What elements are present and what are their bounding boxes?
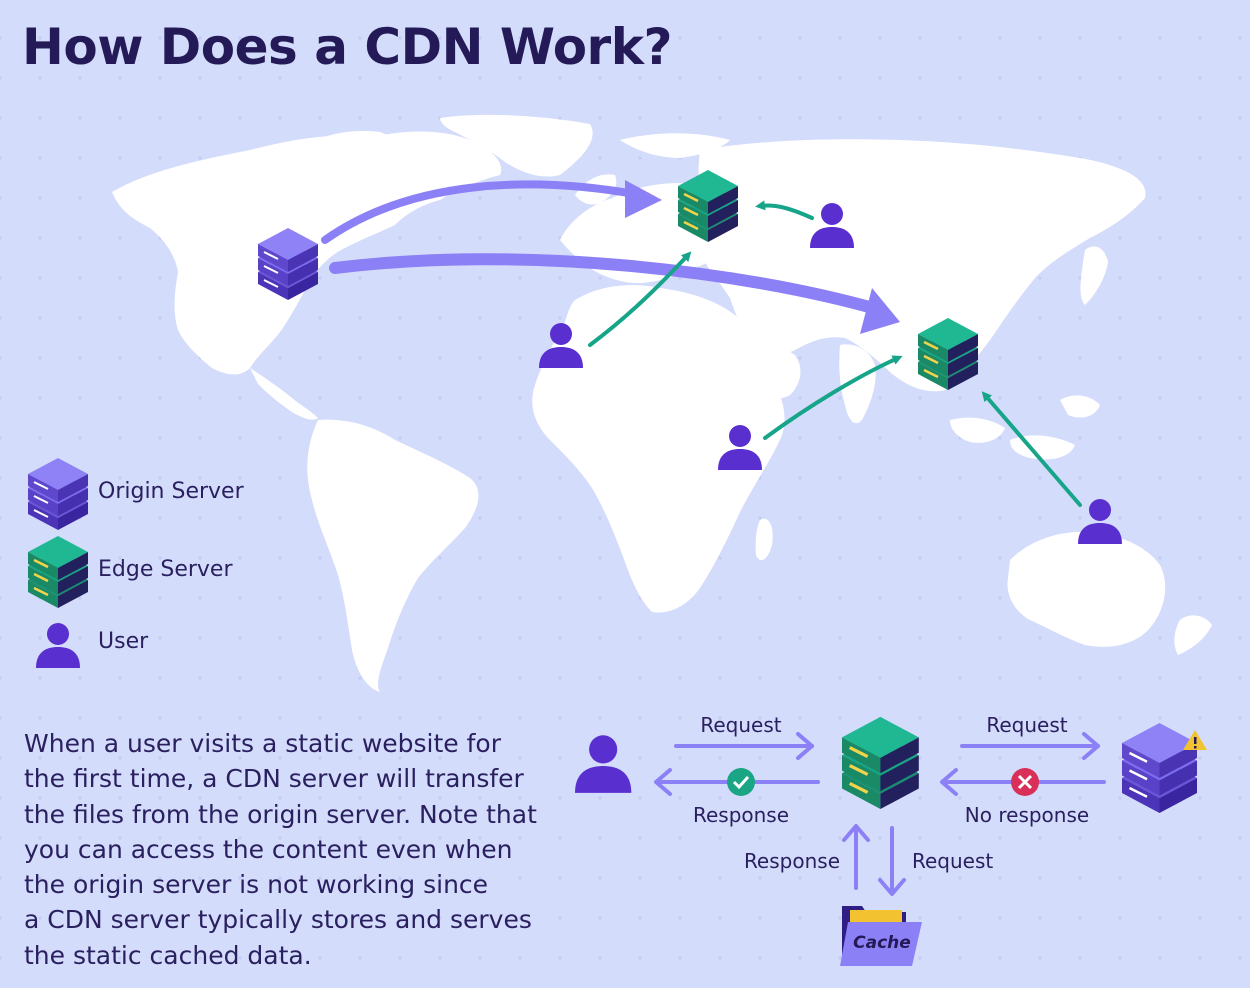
description-line: the static cached data. — [24, 940, 312, 970]
description-line: When a user visits a static website for — [24, 729, 501, 758]
description-line: the first time, a CDN server will transf… — [24, 764, 524, 794]
india-landmass — [839, 344, 876, 424]
legend-edge-server-icon — [26, 534, 90, 610]
description-line: the files from the origin server. Note t… — [24, 799, 537, 829]
user-europe-arrow — [755, 200, 814, 220]
flow-request-label: Request — [700, 713, 781, 737]
origin-to-asia-arrow — [329, 253, 886, 316]
cache-folder-icon — [840, 906, 922, 966]
world-map — [112, 114, 1212, 692]
africa-landmass — [532, 285, 785, 613]
arrowhead-icon — [625, 180, 662, 218]
flow-no-response-label: No response — [965, 803, 1089, 827]
warning-icon — [1183, 730, 1207, 750]
origin-to-edge-arrows — [321, 180, 900, 334]
legend-user-icon — [36, 623, 80, 668]
description-paragraph: When a user visits a static website for … — [24, 726, 544, 973]
cache-label: Cache — [853, 933, 911, 953]
flow-user-icon — [575, 735, 632, 793]
legend-edge-label: Edge Server — [98, 557, 233, 582]
description-line: you can access the content even when — [24, 834, 513, 864]
greenland-landmass — [440, 114, 593, 177]
arrowhead-icon — [860, 288, 900, 334]
flow-edge-server-icon — [840, 715, 921, 811]
flow-diagram: Request Response Request No response Res… — [575, 713, 1207, 966]
flow-cache-response-label: Response — [744, 849, 840, 873]
user-australia-arrow — [981, 391, 1082, 507]
origin-to-europe-arrow — [321, 180, 644, 244]
legend-origin-label: Origin Server — [98, 479, 244, 504]
check-icon — [727, 768, 755, 796]
user-africa-north-arrow — [588, 251, 692, 347]
australia-landmass — [1007, 531, 1166, 647]
flow-response-label: Response — [693, 803, 789, 827]
user-africa-east-arrow — [763, 355, 903, 440]
error-x-icon — [1011, 768, 1039, 796]
description-line: the origin server is not working since — [24, 870, 489, 900]
description-line: a CDN server typically stores and serves — [24, 905, 532, 935]
flow-origin-server-icon — [1120, 721, 1199, 815]
asia-landmass — [698, 139, 1146, 392]
user-to-edge-arrows — [588, 200, 1082, 507]
legend-user-label: User — [98, 629, 149, 654]
flow-cache-request-label: Request — [912, 849, 993, 873]
south-america-landmass — [307, 419, 479, 692]
user-icon — [1078, 499, 1122, 544]
page-title: How Does a CDN Work? — [22, 18, 672, 76]
flow-request-origin-label: Request — [986, 713, 1067, 737]
legend-origin-server-icon — [27, 457, 89, 531]
